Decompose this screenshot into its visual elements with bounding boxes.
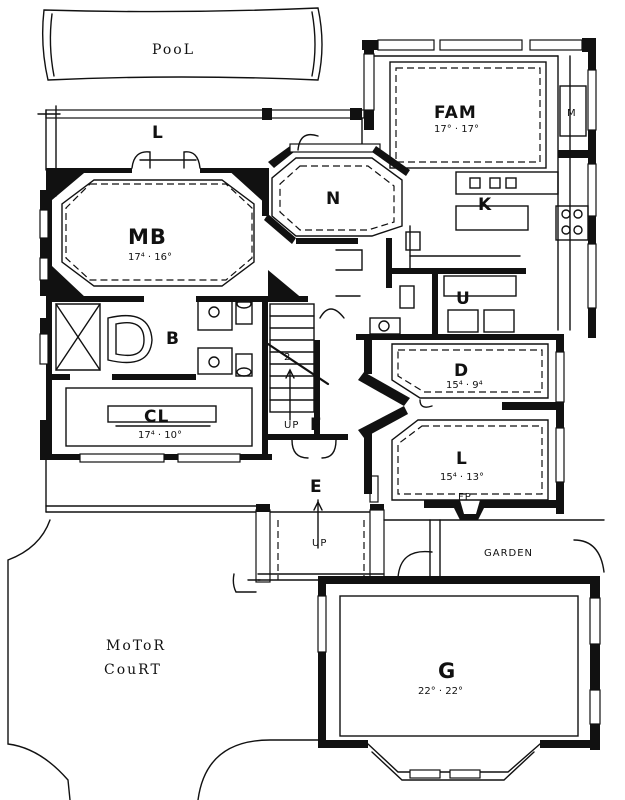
lanai-label: L xyxy=(152,123,164,143)
foyer xyxy=(268,434,348,459)
nook-label: N xyxy=(326,189,341,209)
dining-dim: 15⁴ · 9⁴ xyxy=(446,380,483,391)
media-niche xyxy=(559,85,587,137)
stair-number-label: 2 xyxy=(284,352,290,363)
living-label: L xyxy=(456,449,468,469)
master-windows xyxy=(39,209,241,463)
closet-label: CL xyxy=(144,407,169,427)
bath-label: B xyxy=(166,329,180,349)
motor-court-label-line2: CouRT xyxy=(104,662,162,678)
pool-label: PooL xyxy=(152,42,195,58)
closet xyxy=(65,387,253,447)
master-bedroom-dim: 17⁴ · 16° xyxy=(128,252,172,263)
pool xyxy=(41,7,323,81)
garage xyxy=(317,576,601,781)
master-suite-walls xyxy=(40,168,308,460)
dining-top-wall xyxy=(356,334,562,340)
motor-court xyxy=(7,519,319,800)
garden-label: GARDEN xyxy=(484,548,533,559)
living xyxy=(358,406,565,520)
utility xyxy=(319,238,526,335)
family-label: FAM xyxy=(434,103,477,123)
garden xyxy=(383,519,605,581)
kitchen xyxy=(405,171,589,271)
family-room xyxy=(389,61,547,169)
nook xyxy=(264,133,410,244)
dining-label: D xyxy=(454,361,469,381)
media-label: M xyxy=(567,108,576,119)
dining xyxy=(358,334,565,514)
family-walls xyxy=(362,38,597,338)
utility-label: U xyxy=(456,289,471,309)
foyer-label: F xyxy=(310,415,323,435)
entry xyxy=(45,459,385,593)
master-bedroom xyxy=(61,151,255,287)
garage-label: G xyxy=(438,659,456,683)
garage-dim: 22° · 22° xyxy=(418,686,463,697)
closet-dim: 17⁴ · 10° xyxy=(138,430,182,441)
fireplace-label: FP xyxy=(458,492,472,503)
master-bedroom-label: MB xyxy=(128,225,167,249)
bath xyxy=(55,297,253,377)
stair-up-label: UP xyxy=(284,420,299,431)
entry-label: E xyxy=(310,477,323,497)
entry-up-label: UP xyxy=(312,538,327,549)
family-dim: 17° · 17° xyxy=(434,124,479,135)
kitchen-label: K xyxy=(478,195,492,215)
motor-court-label-line1: MoToR xyxy=(106,638,166,654)
living-dim: 15⁴ · 13° xyxy=(440,472,484,483)
stair xyxy=(266,303,330,434)
